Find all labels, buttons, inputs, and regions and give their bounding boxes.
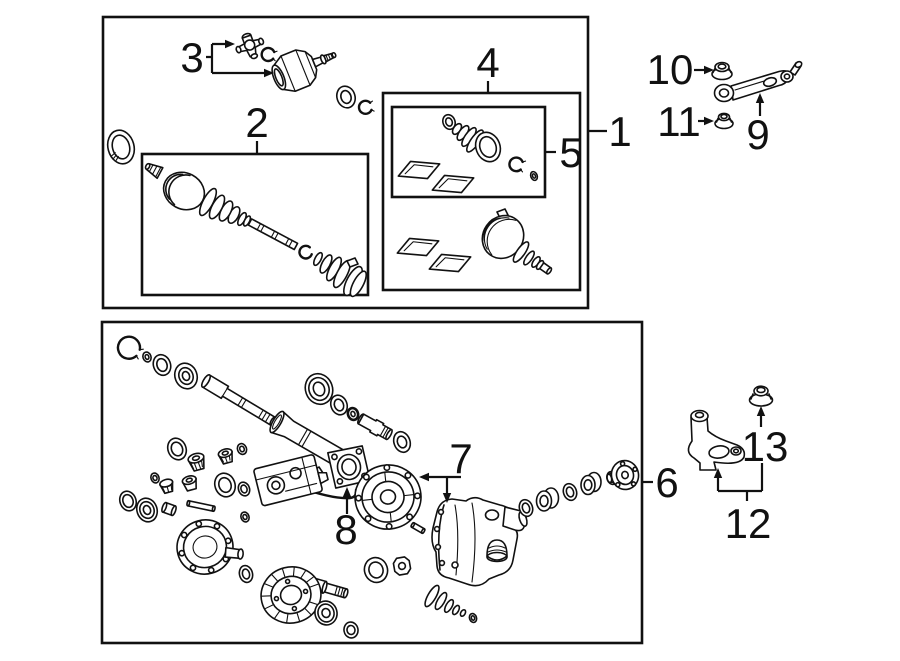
arrowhead-8 [342, 487, 352, 497]
arrowhead-7a [419, 472, 429, 482]
callout-7: 7 [449, 435, 472, 482]
axle-housing-tube [269, 410, 371, 500]
oil-seal [152, 353, 172, 377]
arrowhead-12 [713, 468, 723, 478]
arrowhead-13 [756, 406, 766, 416]
differential-carrier [431, 496, 528, 587]
leader-7 [429, 475, 461, 493]
inboard-boot-kit [396, 113, 539, 195]
rubber-stopper [486, 539, 508, 563]
small-ring [142, 351, 152, 363]
washer [363, 556, 389, 584]
spacer-ring [346, 406, 360, 422]
arrowhead-3b [264, 68, 274, 78]
callout-1: 1 [608, 108, 631, 155]
leader-3 [206, 42, 264, 75]
leader-12 [716, 463, 764, 501]
callout-13: 13 [742, 423, 789, 470]
callout-11: 11 [657, 98, 701, 145]
arrowhead-11 [704, 116, 714, 126]
callout-6: 6 [655, 459, 678, 506]
ring [392, 430, 412, 454]
stub-shaft [357, 413, 393, 441]
callout-2: 2 [245, 99, 268, 146]
snap-ring-icon [260, 46, 278, 63]
small-boot [424, 584, 478, 624]
thrust-washer [335, 85, 357, 109]
bushing-13 [748, 385, 774, 407]
outboard-boot-kit [395, 208, 553, 275]
arrowhead-10 [704, 65, 714, 75]
callout-numbers: 1 2 3 4 5 6 7 8 9 10 11 12 13 [180, 34, 788, 553]
grease-seal [106, 129, 136, 165]
callout-9: 9 [746, 111, 769, 158]
tube-cover-plate [354, 464, 422, 530]
front-drive-axle-shaft [144, 162, 368, 298]
companion-flange [606, 459, 640, 491]
bushing-upper [711, 61, 733, 81]
axle-shaft-snap-ring [116, 335, 144, 360]
inner-cv-joint [271, 49, 337, 93]
ring-gear-and-pinion [260, 566, 349, 624]
snap-ring-icon [357, 99, 375, 115]
spider-gear-kit [118, 437, 251, 523]
callout-5: 5 [559, 129, 582, 176]
hub-bearing [304, 372, 334, 406]
callout-3: 3 [180, 34, 203, 81]
ring [329, 394, 349, 416]
ring [238, 564, 254, 584]
dowel-pin [410, 521, 426, 535]
ring [343, 621, 359, 639]
washer-chain [518, 470, 618, 518]
bushing-lower [714, 112, 734, 130]
pinion-nut [392, 556, 412, 576]
pinion-bearing [314, 600, 338, 626]
diff-lock-actuator [253, 454, 329, 507]
breather-bracket [687, 409, 746, 471]
spider-joint [235, 32, 265, 60]
bearing [173, 362, 199, 390]
arrowhead-7b [442, 493, 452, 503]
differential-case [176, 519, 244, 575]
callout-12: 12 [725, 500, 772, 547]
callout-8: 8 [334, 506, 357, 553]
callout-10: 10 [647, 46, 694, 93]
idler-arm [713, 60, 803, 103]
arrowhead-9 [755, 93, 765, 103]
callout-4: 4 [476, 39, 499, 86]
arrowhead-3a [225, 39, 235, 49]
callout-leader-lines [206, 39, 766, 514]
